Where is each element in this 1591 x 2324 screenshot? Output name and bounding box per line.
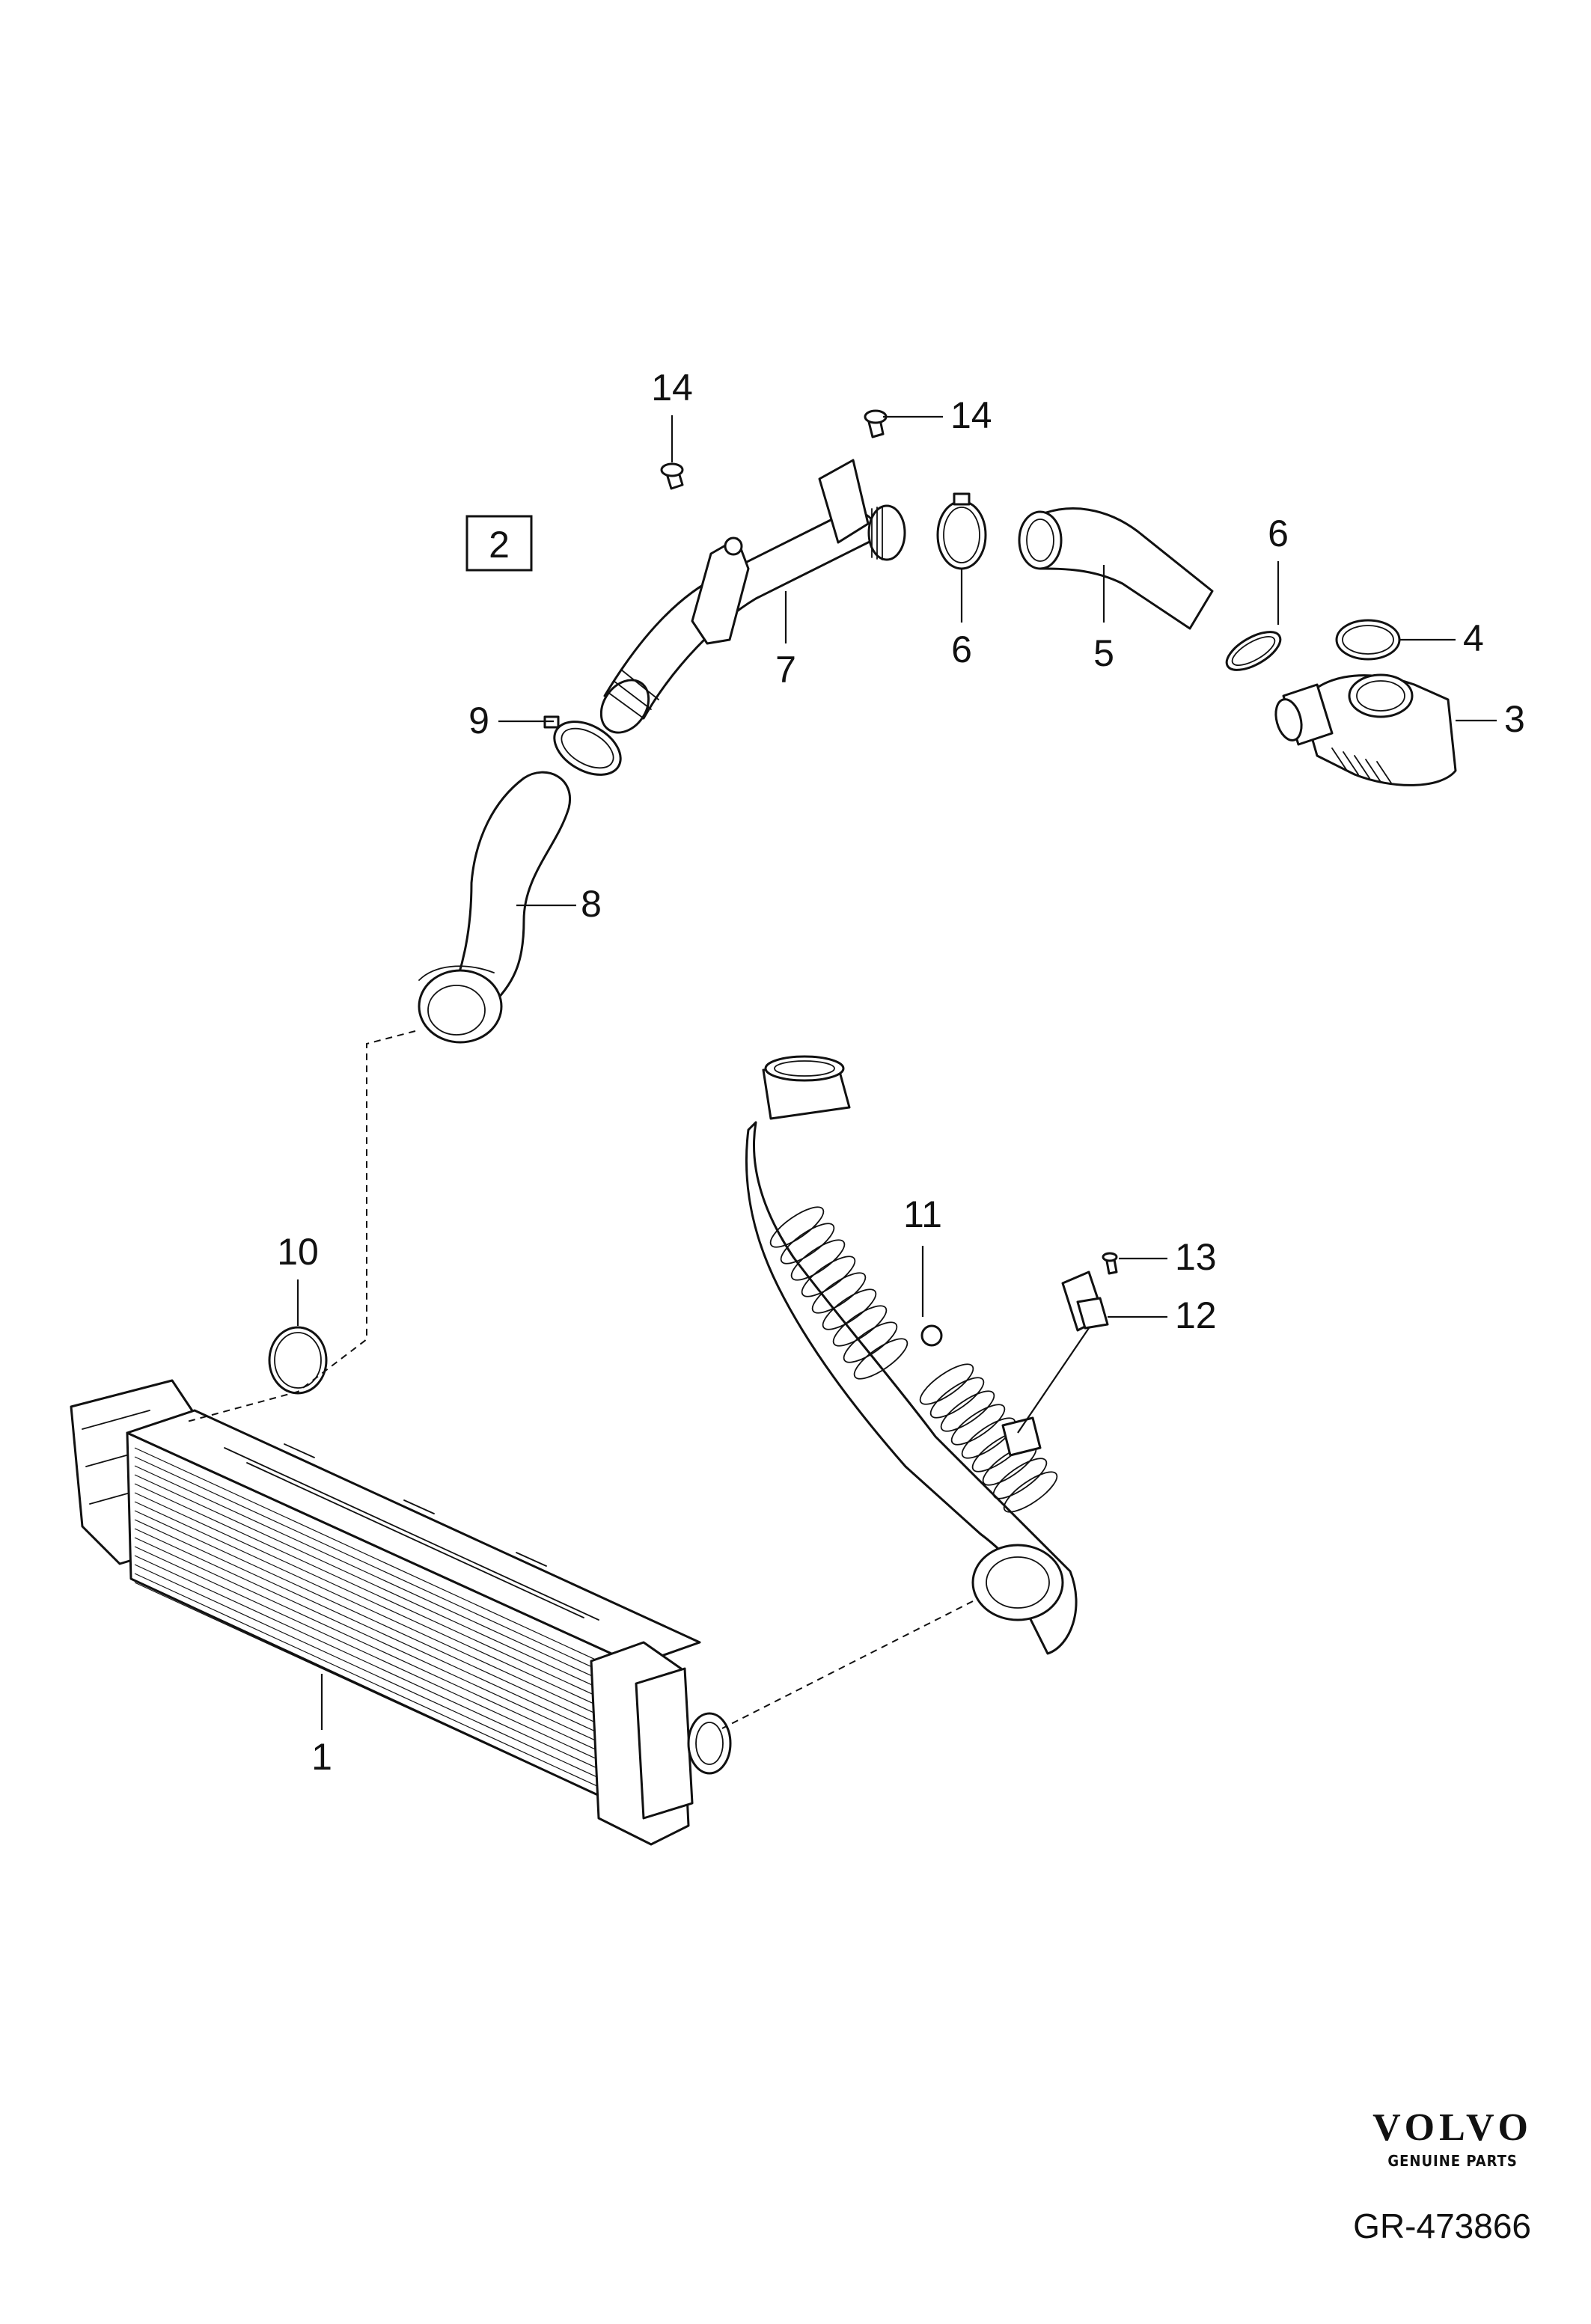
part-4-oring xyxy=(1335,619,1401,661)
callout-5: 5 xyxy=(1093,632,1114,674)
logo-wordmark: VOLVO xyxy=(1372,2106,1533,2149)
callouts: 14 14 7 6 5 6 4 3 9 8 10 1 11 12 13 xyxy=(277,367,1525,1778)
callout-9: 9 xyxy=(468,700,489,741)
logo-subtitle: GENUINE PARTS xyxy=(1387,2152,1518,2170)
callout-13: 13 xyxy=(1175,1236,1217,1278)
group-box-label: 2 xyxy=(489,524,510,566)
part-10-oring xyxy=(268,1326,328,1395)
callout-10: 10 xyxy=(277,1231,319,1273)
callout-12: 12 xyxy=(1175,1294,1217,1336)
callout-11: 11 xyxy=(903,1193,942,1235)
part-11-pipe xyxy=(745,1055,1078,1655)
volvo-logo: VOLVO GENUINE PARTS xyxy=(1372,2106,1533,2171)
callout-8: 8 xyxy=(581,883,602,925)
part-14-bolt-right xyxy=(864,409,888,438)
part-3-elbow xyxy=(1274,673,1457,786)
part-6-clamp-right xyxy=(1225,631,1282,671)
part-5-hose xyxy=(1018,507,1214,630)
part-9-clamp xyxy=(543,715,622,776)
callout-1: 1 xyxy=(311,1736,332,1778)
group-box-2: 2 xyxy=(465,515,533,572)
dash-line-11-to-1 xyxy=(721,1600,974,1729)
callout-7: 7 xyxy=(775,649,796,691)
part-14-bolt-left xyxy=(660,462,684,490)
callout-14-right: 14 xyxy=(950,394,992,436)
callout-4: 4 xyxy=(1463,617,1484,659)
callout-6-right: 6 xyxy=(1268,513,1289,554)
part-8-hose xyxy=(418,771,571,1044)
intercooler-fins xyxy=(134,1447,637,1814)
callout-6-left: 6 xyxy=(951,629,972,670)
leader-lines xyxy=(296,415,1497,1730)
pipe-corrugations xyxy=(769,1206,1058,1513)
callout-14-left: 14 xyxy=(651,367,693,409)
diagram-reference-number: GR-473866 xyxy=(1353,2207,1531,2245)
part-13-screw xyxy=(1102,1252,1118,1275)
callout-3: 3 xyxy=(1504,698,1525,740)
part-7-pipe xyxy=(599,459,906,734)
part-1-intercooler xyxy=(70,1379,732,1846)
dash-line-8-to-1 xyxy=(186,1030,416,1422)
part-6-clamp-left xyxy=(936,492,987,570)
part-12-bracket xyxy=(1061,1270,1109,1332)
